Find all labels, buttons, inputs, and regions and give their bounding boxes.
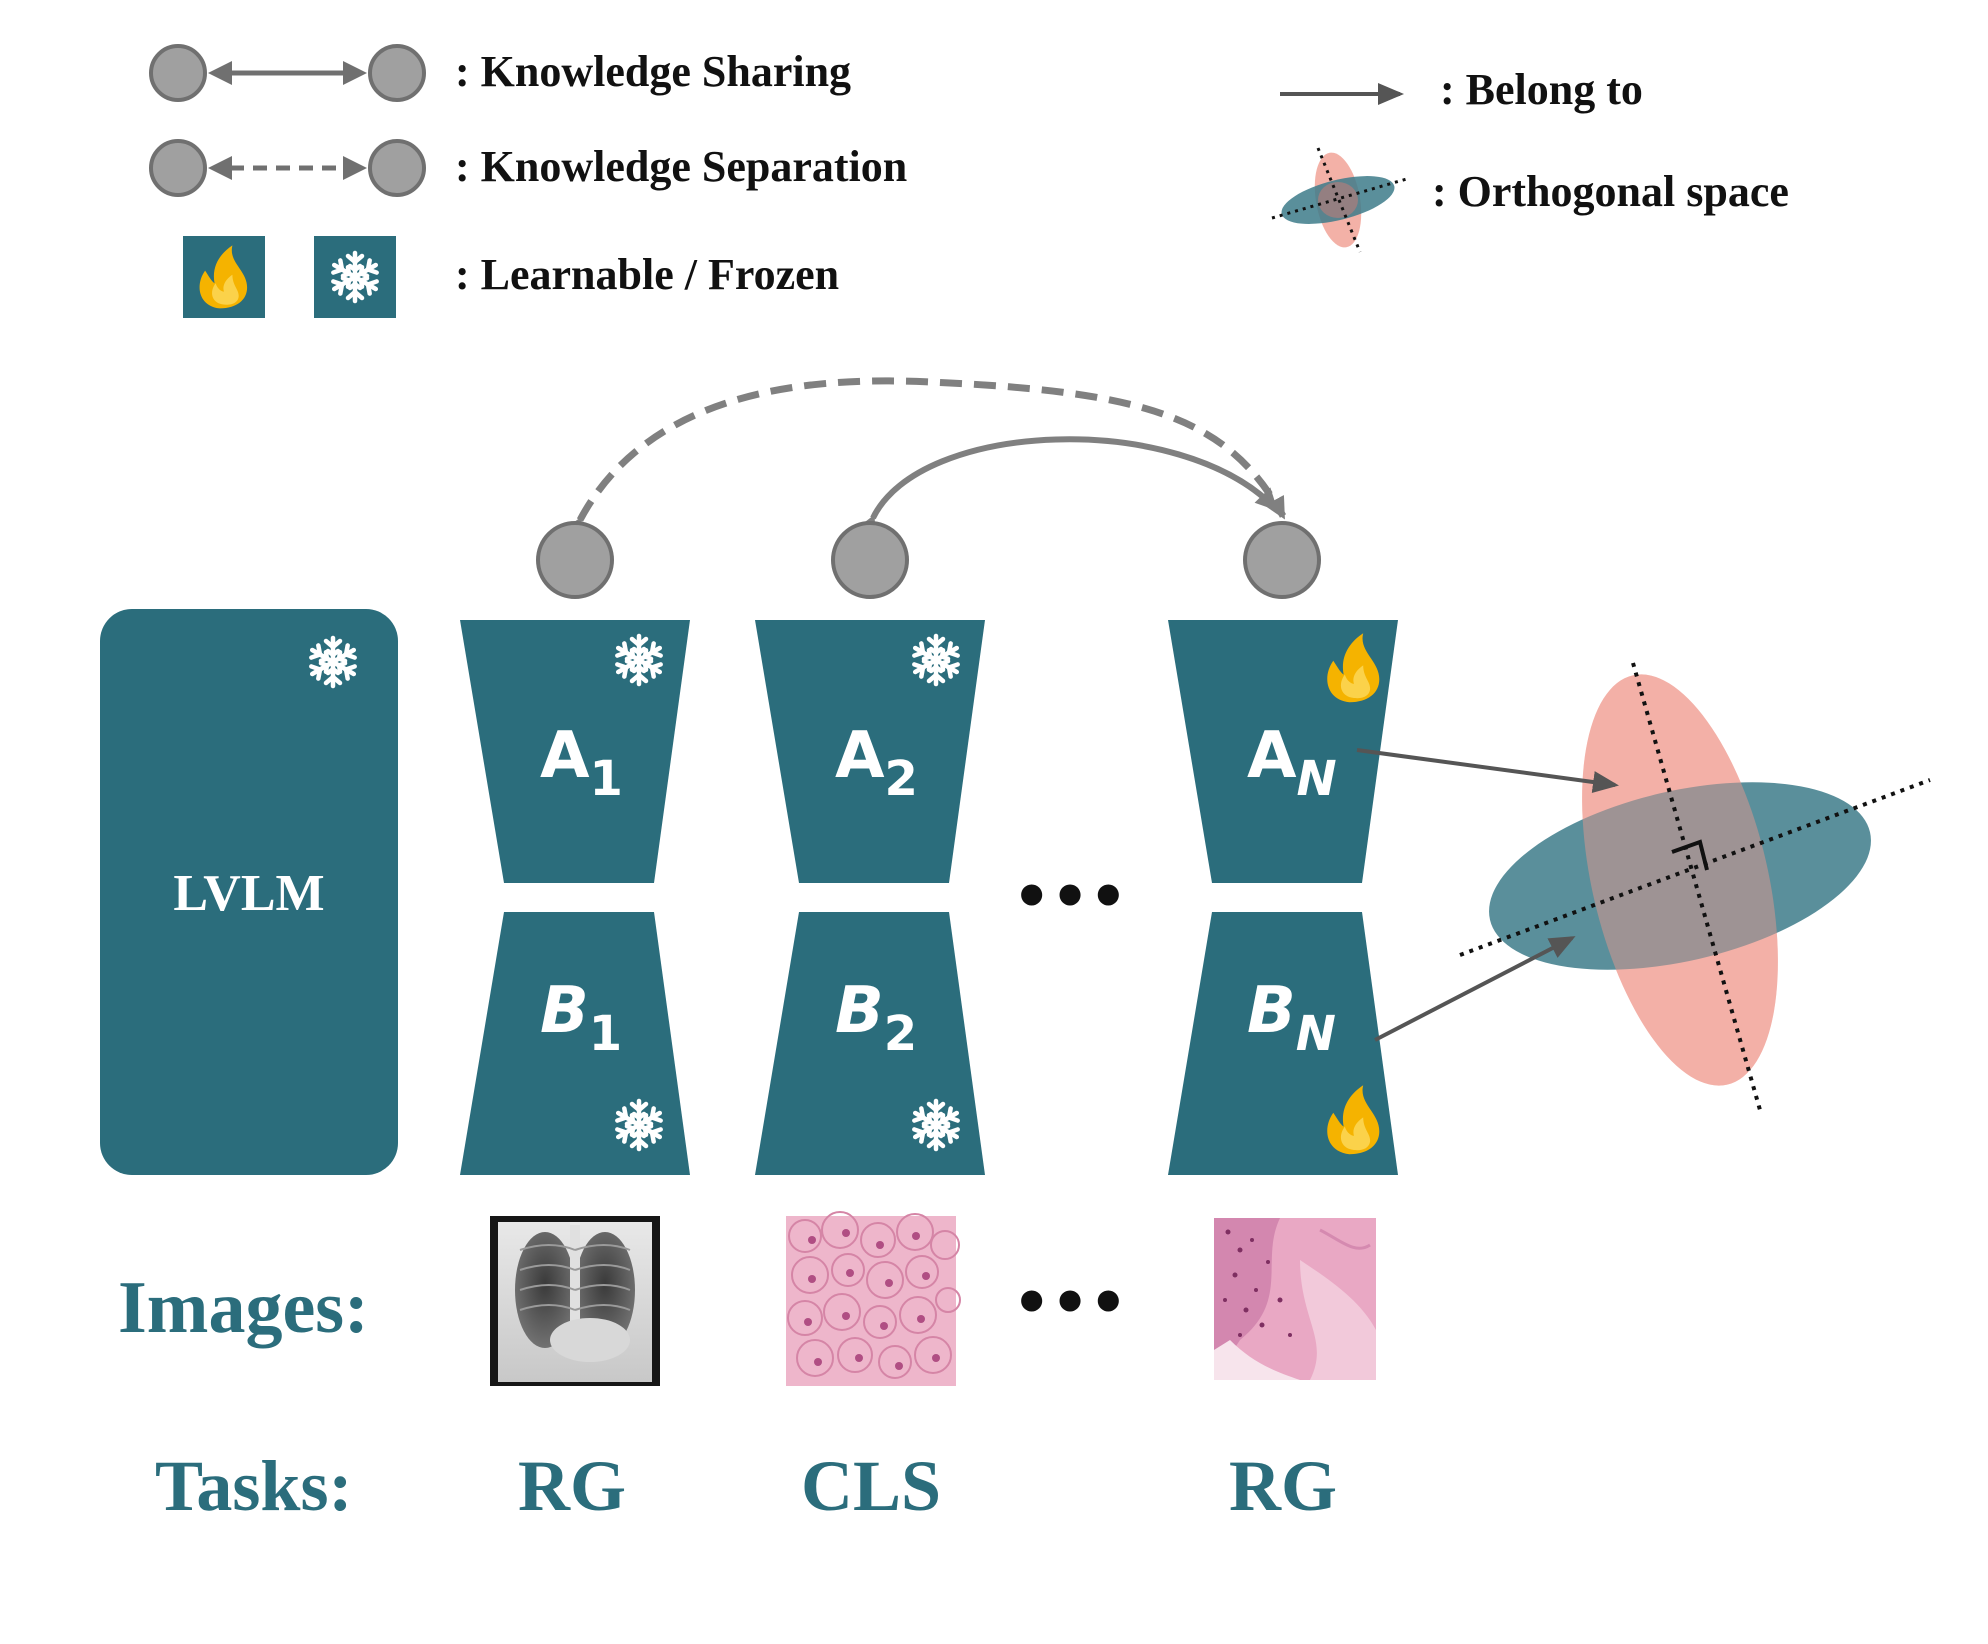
orthogonal-space-diagram bbox=[1459, 662, 1931, 1111]
arrowhead-icon bbox=[343, 156, 367, 180]
adapter-b-label: B1 bbox=[540, 974, 622, 1062]
teal-axis bbox=[1459, 778, 1931, 957]
knowledge-separation-arrow bbox=[561, 377, 1287, 542]
adapter-b-label: BN bbox=[1247, 974, 1336, 1062]
legend-belong-to: : Belong to bbox=[1280, 65, 1643, 114]
lvlm-block: LVLM bbox=[100, 609, 398, 1175]
adapter-a-label: A2 bbox=[835, 719, 918, 807]
legend-separation-label: : Knowledge Separation bbox=[455, 142, 907, 191]
adapter-a-trapezoid bbox=[755, 620, 985, 883]
tasks-row-label: Tasks: bbox=[155, 1446, 352, 1526]
teal-ellipse bbox=[1489, 782, 1871, 970]
node-circle bbox=[149, 44, 207, 102]
legend-orthogonal-space: : Orthogonal space bbox=[1271, 147, 1789, 253]
arrowhead-icon bbox=[208, 156, 232, 180]
right-angle-marker bbox=[1671, 839, 1709, 871]
histology-rg-image bbox=[1214, 1218, 1376, 1380]
adapter-node-2 bbox=[831, 521, 909, 599]
node-circle bbox=[368, 139, 426, 197]
adapter-b-trapezoid bbox=[1168, 912, 1398, 1175]
legend-knowledge-sharing: : Knowledge Sharing bbox=[149, 44, 851, 102]
belong-arrow-a bbox=[1356, 748, 1619, 793]
node-circle bbox=[149, 139, 207, 197]
adapter-node-1 bbox=[536, 521, 614, 599]
task-label-n: RG bbox=[1229, 1446, 1337, 1526]
legend-knowledge-separation: : Knowledge Separation bbox=[149, 139, 907, 197]
adapter-a-label: AN bbox=[1247, 719, 1337, 807]
orthogonal-space-icon bbox=[1271, 147, 1411, 253]
legend-learnable-frozen: : Learnable / Frozen bbox=[183, 236, 839, 318]
image-ellipsis: ••• bbox=[1012, 1268, 1127, 1338]
lvlm-label: LVLM bbox=[173, 865, 324, 922]
node-circle bbox=[368, 44, 426, 102]
legend-belong-label: : Belong to bbox=[1440, 65, 1643, 114]
task-label-2: CLS bbox=[801, 1446, 941, 1526]
adapter-node-n bbox=[1243, 521, 1321, 599]
legend-sharing-label: : Knowledge Sharing bbox=[455, 47, 851, 96]
legend-learnable-frozen-label: : Learnable / Frozen bbox=[455, 250, 839, 299]
arrowhead-icon bbox=[343, 61, 367, 85]
adapter-a-trapezoid bbox=[460, 620, 690, 883]
legend-orthogonal-label: : Orthogonal space bbox=[1432, 167, 1789, 216]
adapter-n: AN BN bbox=[1168, 620, 1398, 1175]
adapter-b-label: B2 bbox=[835, 974, 917, 1062]
histology-cls-image bbox=[786, 1211, 961, 1386]
adapter-1: A1 B1 bbox=[460, 620, 690, 1175]
adapter-b-trapezoid bbox=[460, 912, 690, 1175]
images-row-label: Images: bbox=[118, 1267, 369, 1349]
adapter-b-trapezoid bbox=[755, 912, 985, 1175]
belong-arrow-b bbox=[1374, 936, 1576, 1042]
adapter-2: A2 B2 bbox=[755, 620, 985, 1175]
overlap-shade bbox=[1582, 674, 1778, 1086]
adapter-a-label: A1 bbox=[540, 719, 623, 807]
arrowhead-icon bbox=[208, 61, 232, 85]
task-label-1: RG bbox=[518, 1446, 626, 1526]
pink-axis bbox=[1631, 662, 1762, 1111]
chest-xray-image bbox=[490, 1216, 660, 1386]
adapter-ellipsis: ••• bbox=[1012, 862, 1127, 932]
knowledge-sharing-arrow bbox=[855, 436, 1278, 539]
lvlm-box bbox=[100, 609, 398, 1175]
